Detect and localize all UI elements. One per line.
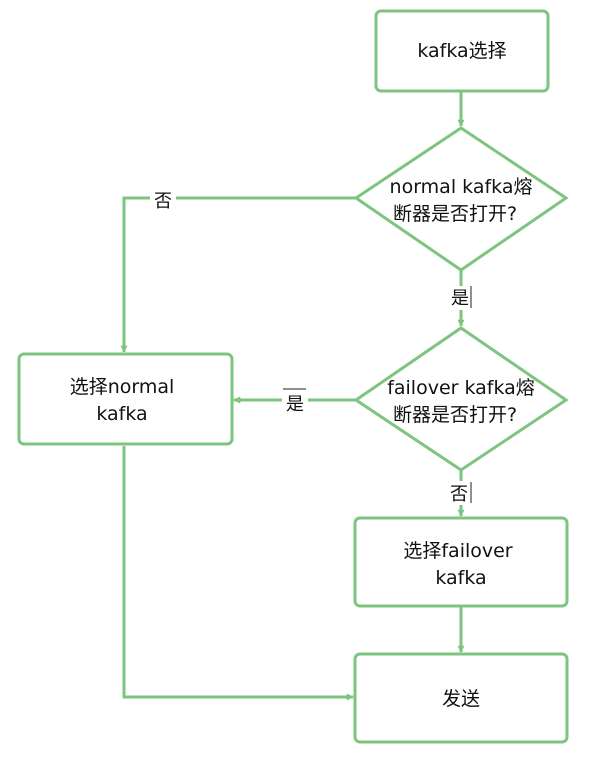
edge-label-normal-no-text: 否	[154, 191, 172, 212]
node-select-failover-line2: kafka	[435, 567, 486, 589]
node-failover-breaker-check: failover kafka熔 断器是否打开?	[353, 326, 569, 472]
node-normal-breaker-line2: 断器是否打开?	[393, 203, 517, 225]
node-failover-breaker-line1: failover kafka熔	[387, 377, 535, 399]
node-start-label: kafka选择	[417, 40, 506, 62]
edge-label-failover-yes: 是	[282, 388, 308, 415]
edge-normal-to-send	[122, 446, 354, 701]
node-select-normal-line2: kafka	[96, 403, 147, 425]
node-send: 发送	[353, 652, 569, 744]
edge-label-failover-no-text: 否	[450, 484, 468, 505]
edge-label-normal-yes: 是	[449, 286, 473, 310]
edge-label-failover-no: 否	[447, 481, 473, 505]
node-normal-breaker-line1: normal kafka熔	[390, 176, 533, 198]
node-normal-breaker-check: normal kafka熔 断器是否打开?	[353, 126, 569, 272]
node-send-label: 发送	[442, 688, 480, 710]
edge-label-normal-yes-text: 是	[451, 288, 469, 309]
node-select-failover: 选择failover kafka	[353, 516, 569, 608]
edge-normal-no	[120, 196, 355, 353]
node-select-normal: 选择normal kafka	[17, 352, 234, 446]
edge-label-failover-yes-text: 是	[286, 394, 304, 415]
node-start: kafka选择	[374, 9, 550, 93]
node-select-failover-line1: 选择failover	[403, 540, 512, 562]
edge-label-normal-no: 否	[150, 189, 176, 212]
node-select-normal-line1: 选择normal	[70, 376, 175, 398]
node-failover-breaker-line2: 断器是否打开?	[393, 404, 517, 426]
